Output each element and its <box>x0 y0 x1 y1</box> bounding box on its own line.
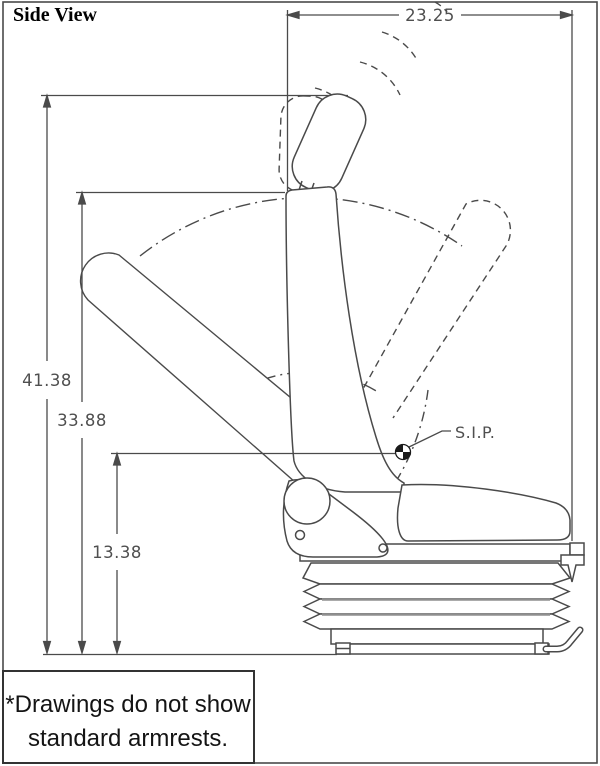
headrest-arc-4 <box>434 1 448 13</box>
arrow-left <box>285 10 300 20</box>
extension-lines-under <box>41 10 348 191</box>
reclined-backrest-rearward <box>357 199 512 419</box>
suspension-bellows <box>301 562 572 630</box>
arrow-13-up <box>112 451 122 466</box>
note-box: *Drawings do not show standard armrests. <box>2 670 255 764</box>
bracket-hole-right <box>378 543 388 553</box>
seat-cushion <box>396 483 571 542</box>
dim-top-width-label: 23.25 <box>405 6 455 25</box>
headrest <box>291 93 367 193</box>
recliner-pivot <box>283 477 331 525</box>
sip-label: S.I.P. <box>455 423 495 442</box>
bellows-pleat-2 <box>302 598 571 615</box>
dim-backrest-height-label: 33.88 <box>57 411 107 430</box>
page-title: Side View <box>13 4 97 26</box>
bellows-pleat-1 <box>302 583 571 600</box>
note-box-border <box>2 670 255 764</box>
recline-arc-sip <box>397 389 429 479</box>
sip-leader-line <box>408 430 451 448</box>
note-line-1: *Drawings do not show <box>5 691 251 718</box>
bellows-pleat-3 <box>302 613 571 630</box>
headrest-arc-3 <box>381 31 418 61</box>
rail-end-bracket <box>560 554 585 583</box>
dimension-lines <box>42 10 575 656</box>
arrow-33-up <box>77 190 87 205</box>
dim-overall-height-label: 41.38 <box>22 371 72 390</box>
arrow-right <box>559 10 575 20</box>
rail-end-cap <box>569 542 585 556</box>
base-rail <box>336 643 550 655</box>
adjustment-handle-inner <box>544 628 582 651</box>
seat-assembly <box>282 93 585 655</box>
arrow-13-down <box>112 640 122 656</box>
sip-marker-group <box>394 430 451 461</box>
headrest-arc-2 <box>359 61 401 96</box>
arrow-41-down <box>42 640 52 656</box>
base-box <box>330 628 544 645</box>
note-line-2: standard armrests. <box>28 725 228 752</box>
bracket-hole-left <box>294 529 306 541</box>
arrow-41-up <box>42 93 52 108</box>
dim-sip-height-label: 13.38 <box>92 543 142 562</box>
arrow-33-down <box>77 640 87 656</box>
sip-marker-quadrant-br <box>403 452 411 460</box>
backrest <box>285 186 405 493</box>
sip-marker-quadrant-tl <box>395 444 403 452</box>
bellows-skirt <box>301 562 572 585</box>
